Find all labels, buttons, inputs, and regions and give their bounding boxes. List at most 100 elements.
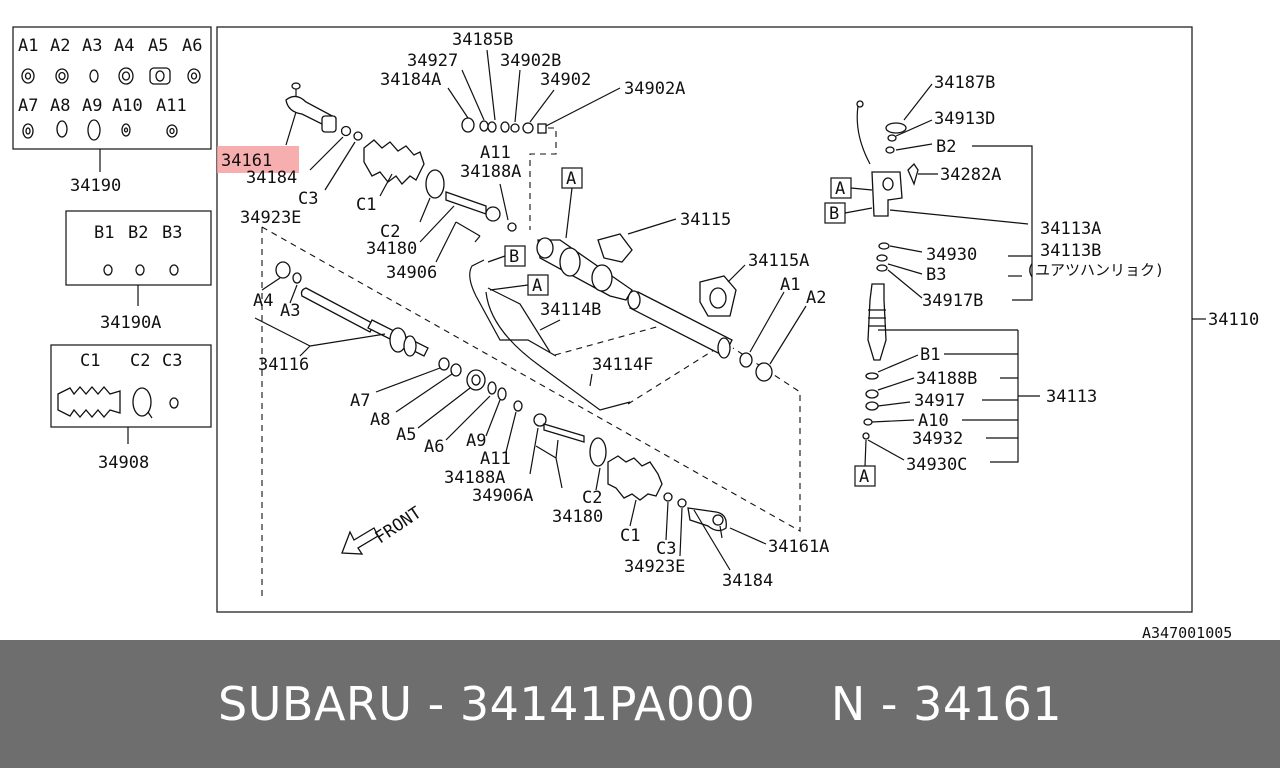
kit-item-a9: A9 bbox=[82, 96, 102, 116]
kit-item-a8: A8 bbox=[50, 96, 70, 116]
kit-item-c3: C3 bbox=[162, 351, 182, 371]
callout-34113: 34113 bbox=[1046, 387, 1097, 407]
callout-34115a: 34115A bbox=[748, 251, 809, 271]
kit-item-a2: A2 bbox=[50, 36, 70, 56]
callout-34906a: 34906A bbox=[472, 486, 533, 506]
steering-gear-exploded-diagram: A1 A2 A3 A4 A5 A6 A7 A8 A9 A10 A11 3419 bbox=[12, 26, 1259, 640]
callout-34110: 34110 bbox=[1208, 310, 1259, 330]
callout-b3: B3 bbox=[926, 265, 946, 285]
callout-34902: 34902 bbox=[540, 70, 591, 90]
callout-34927: 34927 bbox=[407, 51, 458, 71]
kit-34908: C1 C2 C3 34908 bbox=[50, 344, 212, 473]
callout-c3-top: C3 bbox=[298, 189, 318, 209]
callout-34282a: 34282A bbox=[940, 165, 1001, 185]
callout-a10: A10 bbox=[918, 411, 949, 431]
callout-c3-bottom: C3 bbox=[656, 539, 676, 559]
callout-34113a: 34113A bbox=[1040, 219, 1101, 239]
kit-item-c2: C2 bbox=[130, 351, 150, 371]
callout-34917b: 34917B bbox=[922, 291, 983, 311]
ref-a3-label: A bbox=[835, 179, 845, 199]
kit-item-a5: A5 bbox=[148, 36, 168, 56]
inner-tie-rod-bottom: 34188A 34906A bbox=[444, 413, 585, 506]
note-japanese: (ユアツハンリョク) bbox=[1026, 261, 1164, 279]
kit-item-a10: A10 bbox=[112, 96, 143, 116]
callout-a8: A8 bbox=[370, 410, 390, 430]
tie-rod-end-top: 34184 C3 bbox=[246, 82, 363, 209]
rack-seals: A7 A8 A5 A6 A9 A11 bbox=[350, 357, 523, 469]
bushing-a1-a2: A1 A2 bbox=[739, 275, 826, 382]
callout-34180-top: 34180 bbox=[366, 239, 417, 259]
callout-a4: A4 bbox=[253, 291, 273, 311]
rack-rod: A4 A3 34116 bbox=[253, 261, 429, 375]
callout-c1-top: C1 bbox=[356, 195, 376, 215]
kit-34190a: B1 B2 B3 34190A bbox=[65, 210, 212, 333]
callout-34906: 34906 bbox=[386, 263, 437, 283]
callout-34923e-bottom: 34923E bbox=[624, 557, 685, 577]
ref-box-a2: A bbox=[489, 274, 549, 296]
callout-a9: A9 bbox=[466, 431, 486, 451]
callout-34185b: 34185B bbox=[452, 30, 513, 50]
callout-a11-top: A11 bbox=[480, 143, 511, 163]
ref-b1-label: B bbox=[509, 247, 519, 267]
highlight-34161 bbox=[217, 146, 299, 173]
rack-housing bbox=[627, 290, 733, 359]
callout-a1: A1 bbox=[780, 275, 800, 295]
callout-34188b: 34188B bbox=[916, 369, 977, 389]
callout-c2-top: C2 bbox=[380, 222, 400, 242]
bracket-34115a: 34115A bbox=[699, 251, 809, 317]
callout-a7: A7 bbox=[350, 391, 370, 411]
ref-a2-label: A bbox=[532, 276, 542, 296]
callout-34114f: 34114F bbox=[592, 355, 653, 375]
valve-housing: 34115 bbox=[536, 210, 731, 301]
callout-c1-bottom: C1 bbox=[620, 526, 640, 546]
callout-34184-bottom: 34184 bbox=[722, 571, 773, 591]
callout-a6: A6 bbox=[424, 437, 444, 457]
ref-a4-label: A bbox=[859, 467, 869, 487]
front-label: FRONT bbox=[372, 503, 426, 548]
callout-34923e-top: 34923E bbox=[240, 208, 301, 228]
part-number-text: SUBARU - 34141PA000 N - 34161 bbox=[218, 677, 1062, 731]
kit-34190-labels: A1 A2 A3 A4 A5 A6 A7 A8 A9 A10 A11 bbox=[18, 36, 202, 116]
callout-34113b: 34113B bbox=[1040, 241, 1101, 261]
valve-small-parts: 34185B 34927 34902B 34184A 34902 34902A … bbox=[380, 30, 685, 232]
kit-item-a11: A11 bbox=[156, 96, 187, 116]
ref-box-b1: B bbox=[487, 245, 526, 267]
callout-34930c: 34930C bbox=[906, 455, 967, 475]
callout-34188a-bottom: 34188A bbox=[444, 468, 505, 488]
part-number-footer: SUBARU - 34141PA000 N - 34161 bbox=[0, 640, 1280, 768]
callout-c2-bottom: C2 bbox=[582, 488, 602, 508]
kit-item-c1: C1 bbox=[80, 351, 100, 371]
kit-label-34908: 34908 bbox=[98, 453, 149, 473]
boot-icon bbox=[57, 386, 121, 418]
callout-34161: 34161 bbox=[221, 151, 272, 171]
callout-a3: A3 bbox=[280, 301, 300, 321]
callout-34161a: 34161A bbox=[768, 537, 829, 557]
kit-item-a7: A7 bbox=[18, 96, 38, 116]
callout-a11-bottom: A11 bbox=[480, 449, 511, 469]
kit-item-b1: B1 bbox=[94, 223, 114, 243]
kit-label-34190: 34190 bbox=[70, 176, 121, 196]
kit-item-b3: B3 bbox=[162, 223, 182, 243]
callout-34917: 34917 bbox=[914, 391, 965, 411]
callout-b1: B1 bbox=[920, 345, 940, 365]
kit-34190: A1 A2 A3 A4 A5 A6 A7 A8 A9 A10 A11 3419 bbox=[12, 26, 212, 196]
callout-34932: 34932 bbox=[912, 429, 963, 449]
callout-34116: 34116 bbox=[258, 355, 309, 375]
callout-b2: B2 bbox=[936, 137, 956, 157]
clamp-boot-bottom: C2 34180 C1 C3 34923E bbox=[552, 437, 687, 577]
ref-b2-label: B bbox=[829, 204, 839, 224]
clamp-top: C2 bbox=[380, 169, 445, 242]
callout-34184a: 34184A bbox=[380, 70, 441, 90]
callout-34115: 34115 bbox=[680, 210, 731, 230]
ref-a1-label: A bbox=[566, 169, 576, 189]
callout-34902a: 34902A bbox=[624, 79, 685, 99]
kit-34190-part-icons bbox=[21, 67, 201, 141]
callout-34913d: 34913D bbox=[934, 109, 995, 129]
kit-label-34190a: 34190A bbox=[100, 313, 161, 333]
callout-34187b: 34187B bbox=[934, 73, 995, 93]
kit-item-b2: B2 bbox=[128, 223, 148, 243]
kit-item-a4: A4 bbox=[114, 36, 134, 56]
pipe-34114f: 34114F bbox=[485, 291, 653, 411]
tie-rod-end-bottom: 34161A 34184 bbox=[687, 507, 829, 591]
kit-item-a3: A3 bbox=[82, 36, 102, 56]
